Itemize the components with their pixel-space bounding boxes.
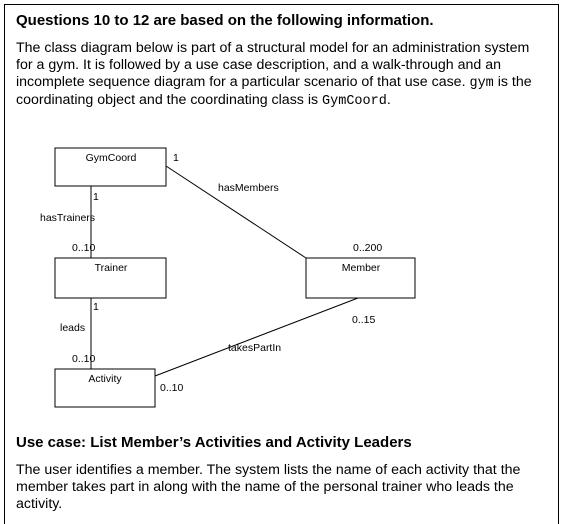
question-frame	[4, 4, 559, 524]
code-gymcoord: GymCoord	[322, 94, 387, 109]
class-box-gymcoord	[54, 147, 167, 187]
association-has-members: hasMembers	[218, 182, 279, 194]
multiplicity-member-gymcoord: 0..200	[353, 242, 382, 254]
has-members-line	[165, 165, 307, 259]
multiplicity-gymcoord-trainers: 1	[93, 191, 99, 203]
association-takes-part-in: takesPartIn	[228, 342, 281, 354]
code-gym: gym	[469, 76, 494, 91]
use-case-heading: Use case: List Member’s Activities and A…	[16, 434, 412, 451]
class-box-member	[305, 257, 416, 299]
multiplicity-activity-member: 0..10	[160, 382, 184, 394]
class-name-member: Member	[342, 262, 381, 274]
multiplicity-activity-trainer: 0..10	[72, 353, 96, 365]
takes-part-in-line	[154, 297, 359, 377]
class-name-gymcoord: GymCoord	[86, 152, 137, 164]
class-name-trainer: Trainer	[95, 262, 128, 274]
association-has-trainers: hasTrainers	[40, 212, 95, 224]
class-box-trainer	[54, 257, 167, 299]
class-name-activity: Activity	[88, 373, 122, 385]
association-leads: leads	[60, 322, 85, 334]
intro-text-1: The class diagram below is part of a str…	[16, 40, 530, 90]
class-box-activity	[54, 368, 156, 408]
use-case-description: The user identifies a member. The system…	[16, 462, 521, 512]
multiplicity-trainer-activity: 1	[93, 301, 99, 313]
multiplicity-gymcoord-members: 1	[173, 152, 179, 164]
intro-text-2: is the coordinating object and the coord…	[16, 74, 532, 108]
multiplicity-member-activity: 0..15	[352, 314, 376, 326]
intro-paragraph: The class diagram below is part of a str…	[16, 40, 546, 110]
questions-heading: Questions 10 to 12 are based on the foll…	[16, 12, 434, 29]
multiplicity-trainer-gymcoord: 0..10	[72, 242, 96, 254]
intro-text-3: .	[386, 92, 391, 108]
